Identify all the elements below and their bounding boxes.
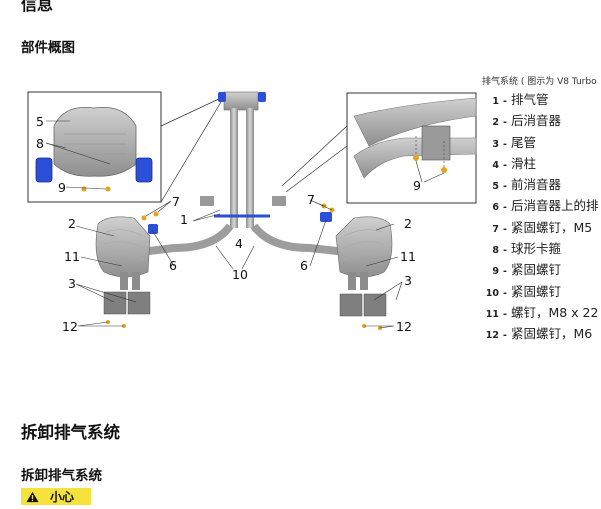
clamp-right	[135, 157, 153, 183]
label-11a: 11	[64, 249, 80, 264]
legend-item-text: 球形卡箍	[510, 241, 561, 257]
legend-item-number: 8	[492, 245, 499, 257]
legend-item-dash: -	[503, 245, 507, 257]
legend-item-number: 11	[485, 308, 499, 320]
label-5: 5	[36, 114, 44, 129]
legend-item: 3-尾管	[482, 132, 601, 153]
label-12a: 12	[62, 319, 78, 334]
rear-muffler-left	[95, 211, 159, 328]
legend-item-text: 排气管	[510, 92, 549, 107]
label-3a: 3	[68, 276, 76, 291]
inset-front-muffler: 5 8 9	[27, 91, 162, 203]
legend-item-dash: -	[503, 308, 507, 320]
rear-muffler-right	[320, 203, 393, 330]
label-2a: 2	[68, 216, 76, 231]
legend-item-text: 后消音器	[510, 113, 561, 129]
section-title: 拆卸排气系统	[21, 423, 120, 442]
legend-item-dash: -	[503, 223, 507, 235]
legend-item-number: 4	[492, 159, 499, 171]
legend-item: 12-紧固螺钉，M6	[482, 323, 601, 344]
legend-caption: 排气系统 ( 图示为 V8 Turbo	[482, 77, 597, 87]
warning-triangle-icon	[26, 491, 39, 502]
sub-title: 拆卸排气系统	[21, 468, 102, 484]
legend-item-dash: -	[503, 181, 507, 193]
label-3b: 3	[404, 273, 412, 288]
legend-item-number: 3	[492, 138, 499, 150]
legend-item: 10-紧固螺钉	[482, 281, 601, 302]
legend-item-text: 前消音器	[510, 177, 561, 193]
legend-item: 7-紧固螺钉，M5	[482, 217, 601, 238]
legend-item-dash: -	[503, 330, 507, 342]
legend-item: 2-后消音器	[482, 110, 601, 131]
legend-item: 6-后消音器上的排	[482, 195, 601, 216]
label-1: 1	[180, 212, 188, 227]
legend-item-number: 7	[492, 223, 499, 235]
legend-item-text: 螺钉，M8 x 22	[510, 304, 599, 320]
legend-item-number: 2	[492, 117, 499, 129]
legend-item: 11-螺钉，M8 x 22	[482, 302, 601, 323]
label-9b: 9	[413, 178, 421, 193]
top-heading: 信息	[21, 0, 54, 14]
label-6b: 6	[300, 258, 308, 273]
overview-title: 部件概图	[21, 40, 75, 56]
legend-item-dash: -	[503, 159, 507, 171]
legend-item: 8-球形卡箍	[482, 238, 601, 259]
clamp-left	[35, 157, 53, 183]
label-4: 4	[235, 236, 243, 251]
caution-label: 小心	[50, 490, 75, 504]
legend-item: 5-前消音器	[482, 174, 601, 195]
label-8: 8	[36, 136, 44, 151]
label-11b: 11	[400, 249, 416, 264]
legend-item-dash: -	[503, 96, 507, 107]
label-10: 10	[232, 267, 248, 282]
legend-item-dash: -	[503, 266, 507, 278]
legend-item-text: 紧固螺钉	[510, 262, 561, 278]
exhaust-system-diagram: 5 8 9 9	[27, 91, 477, 334]
inset-mount-detail: 9	[346, 92, 477, 204]
legend-item-text: 紧固螺钉，M6	[510, 326, 593, 342]
label-12b: 12	[396, 319, 412, 334]
legend-item-text: 紧固螺钉	[510, 283, 561, 299]
label-9a: 9	[58, 180, 66, 195]
label-7b: 7	[307, 192, 315, 207]
legend-item-dash: -	[503, 117, 507, 129]
legend-item-number: 9	[492, 266, 499, 278]
legend-item: 4-滑柱	[482, 153, 601, 174]
legend-item-text: 紧固螺钉，M5	[510, 219, 593, 235]
legend-item: 9-紧固螺钉	[482, 259, 601, 280]
legend-item-text: 尾管	[510, 134, 536, 150]
legend-item-dash: -	[503, 202, 507, 214]
label-6a: 6	[169, 258, 177, 273]
legend-item: 1-排气管	[482, 89, 601, 110]
legend-item-dash: -	[503, 287, 507, 299]
exhaust-pipes	[123, 91, 365, 258]
legend-item-number: 12	[485, 330, 499, 342]
legend-item-number: 1	[492, 96, 499, 107]
legend-item-dash: -	[503, 138, 507, 150]
legend-item-text: 滑柱	[510, 155, 536, 171]
legend-item-text: 后消音器上的排	[510, 198, 599, 214]
label-2b: 2	[404, 216, 412, 231]
caution-badge: 小心	[21, 488, 91, 505]
legend-item-number: 6	[492, 202, 499, 214]
legend-item-number: 10	[485, 287, 499, 299]
label-7a: 7	[172, 194, 180, 209]
legend-item-number: 5	[492, 181, 499, 193]
